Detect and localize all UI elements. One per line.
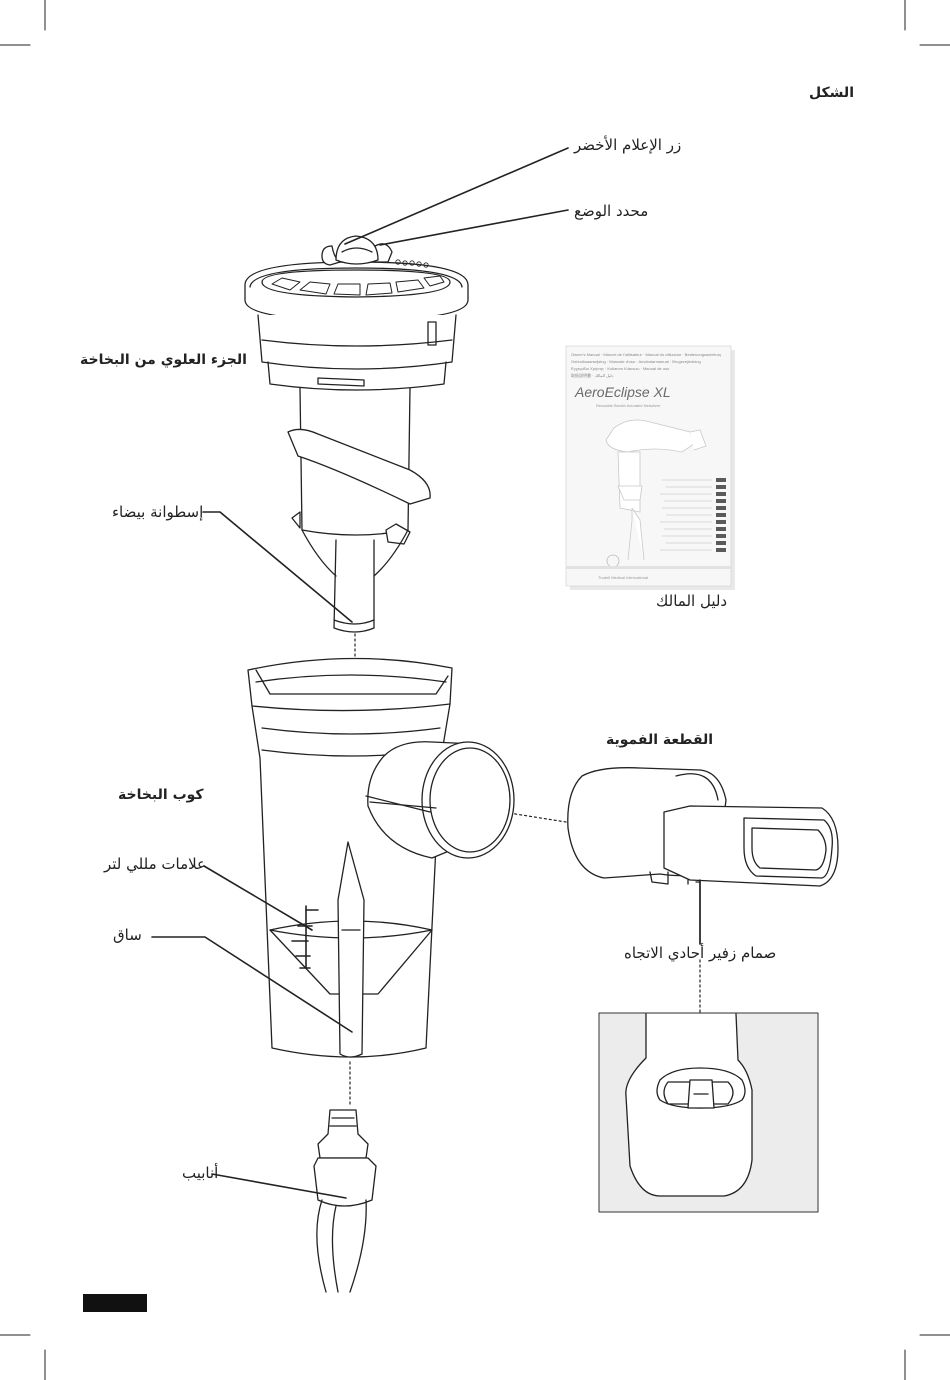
manual-header-line-1: Owner's Manual · Manuel de l'utilisateur… [571, 352, 721, 357]
manual-footer: Trudell Medical International [598, 575, 649, 580]
manual-subtitle: Reusable Breath Actuated Nebulizer [596, 403, 661, 408]
label-ml-markings: علامات مللي لتر [104, 855, 207, 873]
manual-header-line-3: Εγχειρίδιο Χρήσης · Kullanım Kılavuzu · … [571, 366, 670, 371]
label-owners-manual: دليل المالك [656, 592, 728, 610]
page-heading: الشكل [809, 85, 854, 101]
nebulizer-top-part [244, 235, 469, 633]
label-green-button: زر الإعلام الأخضر [574, 136, 682, 154]
nebulizer-cup [247, 657, 515, 1058]
page-number-bar [83, 1294, 147, 1312]
label-mouthpiece: القطعة الفموية [606, 732, 714, 748]
label-nebulizer-top: الجزء العلوي من البخاخة [80, 352, 247, 368]
leader-lines [151, 147, 701, 1199]
label-mode-selector: محدد الوضع [574, 202, 649, 220]
owners-manual-booklet [565, 345, 735, 590]
label-nebulizer-cup: كوب البخاخة [118, 787, 204, 803]
label-one-way-valve: صمام زفير أحادي الاتجاه [624, 944, 777, 962]
tubing-part [313, 1109, 377, 1293]
manual-header-line-2: Gebruiksaanwijzing · Manuale d'uso · Anv… [571, 359, 701, 364]
manual-brand: AeroEclipse XL [575, 384, 671, 400]
mouthpiece-part [567, 767, 839, 945]
label-stem: ساق [113, 926, 142, 944]
valve-detail-panel [598, 1012, 819, 1213]
label-tubing: أنابيب [182, 1164, 219, 1182]
manual-header-line-4: 取扱説明書 · دليل المالك [571, 373, 614, 378]
label-white-cylinder: إسطوانة بيضاء [112, 503, 204, 521]
